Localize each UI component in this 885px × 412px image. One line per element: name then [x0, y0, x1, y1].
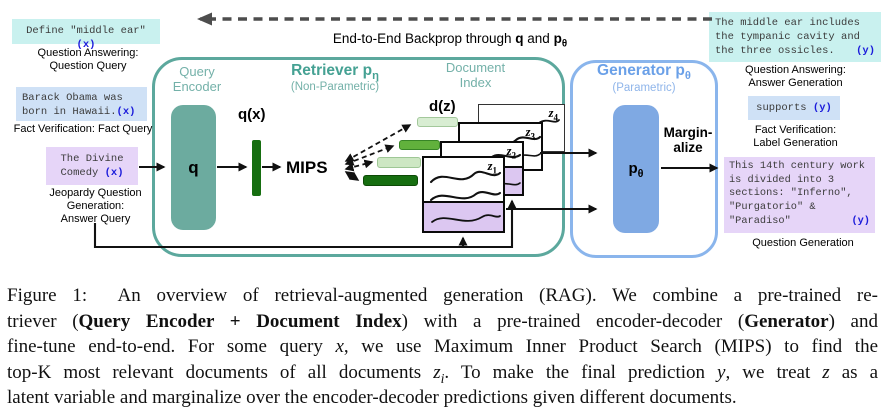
question-answering-query-label: Question Answering: Question Query [37, 47, 139, 72]
qgen-line5: "Paradiso" [729, 214, 791, 227]
question-generation-label: Question Generation [752, 237, 854, 249]
jeopardy-generation-label: Jeopardy Question Generation: Answer Que… [49, 187, 142, 225]
query-embedding-bar [252, 140, 261, 196]
doc-embedding-bar-3 [377, 157, 421, 168]
qx-label: q(x) [238, 106, 266, 123]
answer-query-line2: Comedy [60, 167, 99, 180]
answer-query-line1: The Divine [60, 153, 124, 165]
answer-query-box: The Divine Comedy (x) [46, 147, 138, 185]
marginalize-label: Margin- alize [663, 125, 713, 155]
z2-label: z2 [506, 144, 516, 161]
document-index-label: Document Index [445, 60, 506, 90]
dz-label: d(z) [429, 98, 456, 115]
generator-title: Generator pθ [597, 62, 691, 83]
z4-label: z4 [548, 106, 558, 123]
supports-text: supports [756, 102, 807, 114]
z3-label: z3 [525, 125, 535, 142]
caption-line: triever (Query Encoder + Document Index)… [7, 310, 878, 332]
y-variable: (y) [812, 102, 832, 114]
caption-line: fine-tune end-to-end. For some query x, … [7, 336, 878, 358]
retriever-title: Retriever pη [291, 62, 379, 83]
retriever-subtitle: (Non-Parametric) [290, 81, 380, 93]
question-query-box: Define "middle ear" (x) [12, 19, 160, 51]
y-variable: (y) [851, 214, 870, 227]
answer-gen-line2: the tympanic cavity and [715, 31, 860, 44]
retriever-box [152, 57, 565, 257]
qgen-line2: is divided into 3 [729, 173, 835, 186]
caption-line: latent variable and marginalize over the… [7, 387, 737, 409]
z1-label: z1 [487, 159, 497, 176]
qgen-line3: sections: "Inferno", [729, 187, 853, 200]
label-generation-box: supports (y) [748, 96, 840, 120]
fact-verification-query-label: Fact Verification: Fact Query [13, 123, 153, 135]
fact-query-line1: Barack Obama was [22, 92, 123, 104]
backprop-label: End-to-End Backprop through q and pθ [332, 31, 568, 50]
x-variable: (x) [116, 106, 136, 119]
question-generation-box: This 14th century work is divided into 3… [724, 157, 875, 233]
p-theta-label: pθ [628, 160, 644, 180]
query-encoder-label: Query Encoder [172, 64, 222, 94]
doc-embedding-bar-2 [399, 140, 440, 150]
caption-line: Figure 1: An overview of retrieval-augme… [7, 285, 878, 306]
caption-line: top-K most relevant documents of all doc… [7, 361, 879, 386]
document-card-z1: z1 [422, 156, 505, 233]
qgen-line4: "Purgatorio" & [729, 201, 816, 214]
y-variable: (y) [856, 45, 875, 58]
question-query-text: Define "middle ear" [26, 25, 146, 37]
generator-box [570, 60, 718, 258]
fact-verification-generation-label: Fact Verification: Label Generation [753, 124, 838, 149]
figure-caption: Figure 1: An overview of retrieval-augme… [7, 283, 878, 411]
fact-query-line2: born in Hawaii. [22, 106, 117, 119]
answer-gen-line3: the three ossicles. [715, 45, 835, 58]
generator-rect: pθ [613, 105, 659, 233]
fact-query-box: Barack Obama was born in Hawaii.(x) [16, 87, 147, 121]
answer-generation-box: The middle ear includes the tympanic cav… [709, 12, 881, 62]
answer-gen-line1: The middle ear includes [715, 17, 860, 29]
doc-embedding-bar-1 [417, 117, 458, 127]
doc-embedding-bar-4 [363, 175, 418, 186]
mips-label: MIPS [286, 158, 328, 177]
generator-subtitle: (Parametric) [612, 82, 676, 94]
x-variable: (x) [104, 167, 124, 180]
rag-diagram: Define "middle ear" (x) Question Answerin… [12, 12, 881, 258]
generator-title-block: Generator pθ (Parametric) [572, 62, 716, 95]
question-answering-generation-label: Question Answering: Answer Generation [745, 64, 846, 89]
retriever-title-block: Retriever pη (Non-Parametric) [268, 62, 402, 94]
q-label: q [188, 158, 199, 177]
qgen-line1: This 14th century work [729, 160, 865, 172]
x-variable: (x) [76, 39, 96, 52]
query-encoder-rect: q [171, 105, 216, 230]
